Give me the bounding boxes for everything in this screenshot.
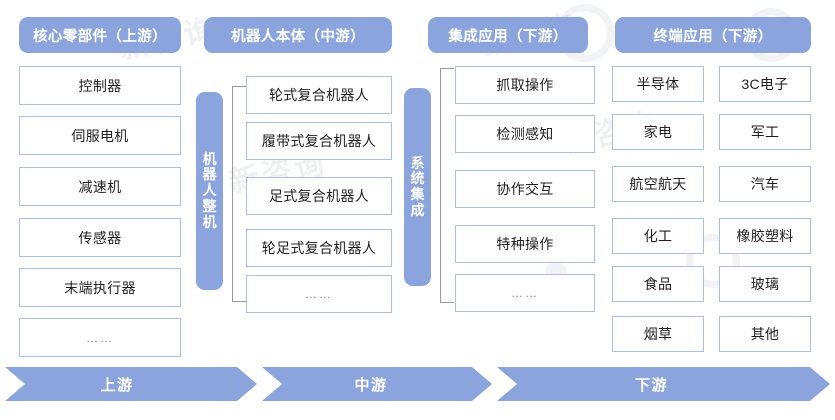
column-header-downstream-terminal-application: 终端应用（下游） (615, 17, 811, 53)
bracket-connector-midstream (232, 86, 246, 302)
item-box[interactable]: 足式复合机器人 (246, 177, 392, 215)
vertical-label-robot-whole-machine: 机器人整机 (196, 92, 223, 290)
item-box[interactable]: 伺服电机 (19, 116, 181, 155)
item-box[interactable]: 家电 (612, 114, 704, 150)
item-box-ellipsis[interactable]: …… (19, 318, 181, 357)
item-box[interactable]: 橡胶塑料 (719, 218, 811, 254)
item-box[interactable]: 抓取操作 (455, 66, 595, 104)
item-box[interactable]: 轮足式复合机器人 (246, 229, 392, 267)
item-box[interactable]: 化工 (612, 218, 704, 254)
item-box-ellipsis[interactable]: …… (455, 274, 595, 312)
item-box[interactable]: 军工 (719, 114, 811, 150)
item-box[interactable]: 烟草 (612, 316, 704, 352)
vertical-label-system-integration: 系统集成 (404, 88, 431, 286)
item-box[interactable]: 其他 (719, 316, 811, 352)
vertical-label-text: 系统集成 (410, 154, 425, 218)
item-box[interactable]: 减速机 (19, 167, 181, 206)
bracket-connector-downstream (440, 68, 454, 303)
item-box[interactable]: 3C电子 (719, 66, 811, 102)
flow-stage-label: 中游 (354, 376, 388, 394)
item-box-ellipsis[interactable]: …… (246, 275, 392, 313)
item-box[interactable]: 特种操作 (455, 225, 595, 263)
flow-stage-label: 下游 (634, 376, 668, 394)
flow-stage-upstream[interactable]: 上游 (5, 367, 257, 401)
flow-stage-label: 上游 (100, 376, 134, 394)
item-box[interactable]: 半导体 (612, 66, 704, 102)
item-box[interactable]: 航空航天 (612, 166, 704, 202)
item-box[interactable]: 末端执行器 (19, 268, 181, 307)
item-box[interactable]: 传感器 (19, 218, 181, 257)
vertical-label-text: 机器人整机 (202, 150, 217, 230)
item-box[interactable]: 履带式复合机器人 (246, 122, 392, 160)
item-box[interactable]: 协作交互 (455, 170, 595, 208)
column-header-midstream-robot-body: 机器人本体（中游） (204, 17, 392, 53)
item-box[interactable]: 检测感知 (455, 115, 595, 153)
item-box[interactable]: 汽车 (719, 166, 811, 202)
item-box[interactable]: 食品 (612, 266, 704, 302)
item-box[interactable]: 玻璃 (719, 266, 811, 302)
column-header-upstream-core-components: 核心零部件（上游） (19, 17, 181, 53)
item-box[interactable]: 控制器 (19, 66, 181, 105)
item-box[interactable]: 轮式复合机器人 (246, 76, 392, 114)
column-header-downstream-integrated-application: 集成应用（下游） (428, 17, 588, 53)
flow-stage-midstream[interactable]: 中游 (262, 367, 492, 401)
flow-stage-downstream[interactable]: 下游 (497, 367, 830, 401)
